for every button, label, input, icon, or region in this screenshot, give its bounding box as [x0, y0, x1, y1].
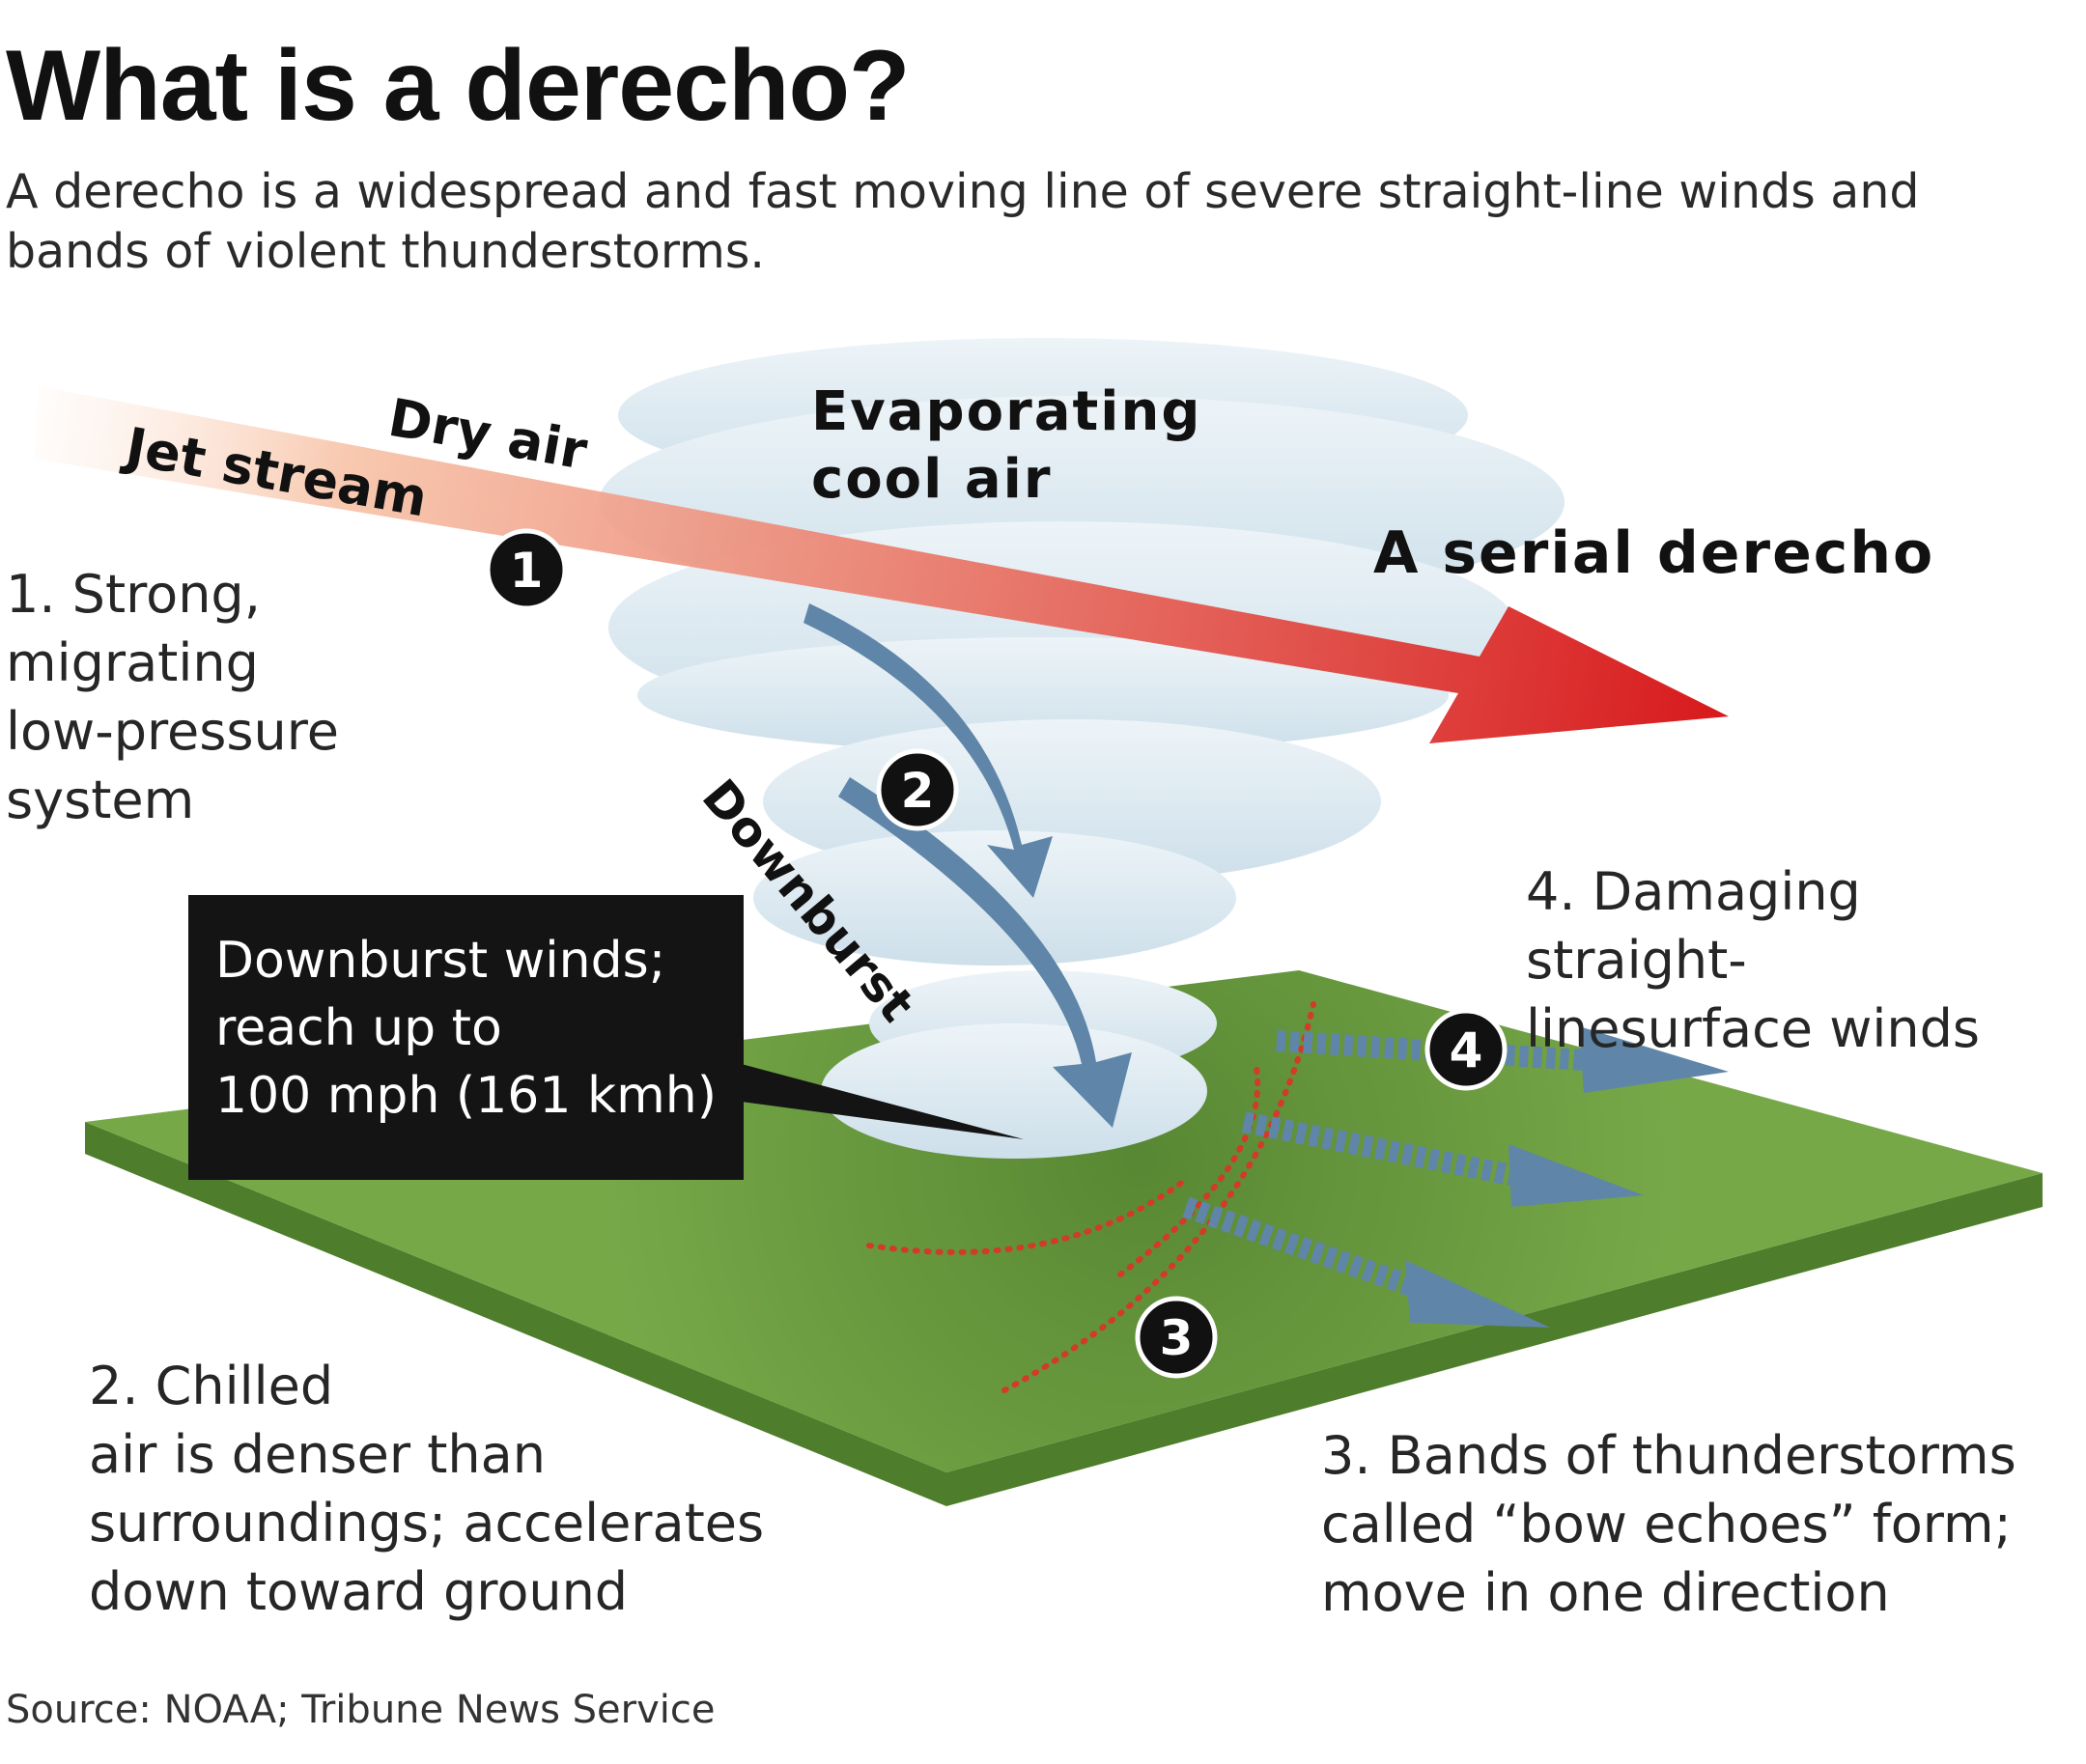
- step-4-line: linesurface winds: [1526, 998, 1980, 1059]
- svg-text:2: 2: [901, 763, 935, 819]
- svg-text:4: 4: [1450, 1022, 1483, 1078]
- evaporating-label-line1: Evaporating: [811, 380, 1201, 443]
- step-1-text: 1. Strong, migrating low-pressure system: [6, 560, 339, 834]
- step-2-line: surroundings; accelerates: [89, 1493, 765, 1554]
- serial-derecho-label: A serial derecho: [1373, 519, 1934, 587]
- bow-echo-lines: [866, 1001, 1316, 1393]
- step-1-line: 1. Strong,: [6, 564, 261, 625]
- marker-1: 1: [485, 528, 568, 611]
- callout-pointer: [734, 1062, 1024, 1139]
- callout-line-1: Downburst winds;: [215, 932, 666, 990]
- svg-text:3: 3: [1160, 1310, 1194, 1366]
- subtitle: A derecho is a widespread and fast movin…: [6, 164, 1920, 279]
- callout-line-2: reach up to: [215, 999, 502, 1057]
- marker-2: 2: [876, 748, 959, 831]
- jet-stream-arrow: [34, 386, 1729, 743]
- evaporating-label-line2: cool air: [811, 448, 1052, 511]
- step-4-text: 4. Damaging straight- linesurface winds: [1526, 857, 2086, 1063]
- step-4-line: 4. Damaging straight-: [1526, 861, 1861, 991]
- source-credit: Source: NOAA; Tribune News Service: [6, 1688, 716, 1732]
- step-2-line: 2. Chilled: [89, 1356, 334, 1416]
- step-1-line: low-pressure: [6, 701, 339, 762]
- step-1-line: migrating: [6, 632, 259, 693]
- page-title: What is a derecho?: [6, 30, 911, 142]
- callout-line-3: 100 mph (161 kmh): [215, 1067, 718, 1125]
- marker-3: 3: [1135, 1296, 1218, 1379]
- step-1-line: system: [6, 770, 195, 830]
- step-2-text: 2. Chilled air is denser than surroundin…: [89, 1352, 764, 1626]
- step-3-line: move in one direction: [1321, 1562, 1890, 1623]
- step-3-line: called “bow echoes” form;: [1321, 1494, 2012, 1554]
- marker-4: 4: [1424, 1008, 1508, 1091]
- svg-text:1: 1: [510, 543, 544, 599]
- step-2-line: air is denser than: [89, 1424, 546, 1485]
- downburst-arrows: [803, 603, 1132, 1128]
- step-2-line: down toward ground: [89, 1561, 629, 1622]
- step-3-line: 3. Bands of thunderstorms: [1321, 1425, 2016, 1486]
- downburst-callout: Downburst winds; reach up to 100 mph (16…: [188, 895, 744, 1180]
- step-3-text: 3. Bands of thunderstorms called “bow ec…: [1321, 1421, 2016, 1627]
